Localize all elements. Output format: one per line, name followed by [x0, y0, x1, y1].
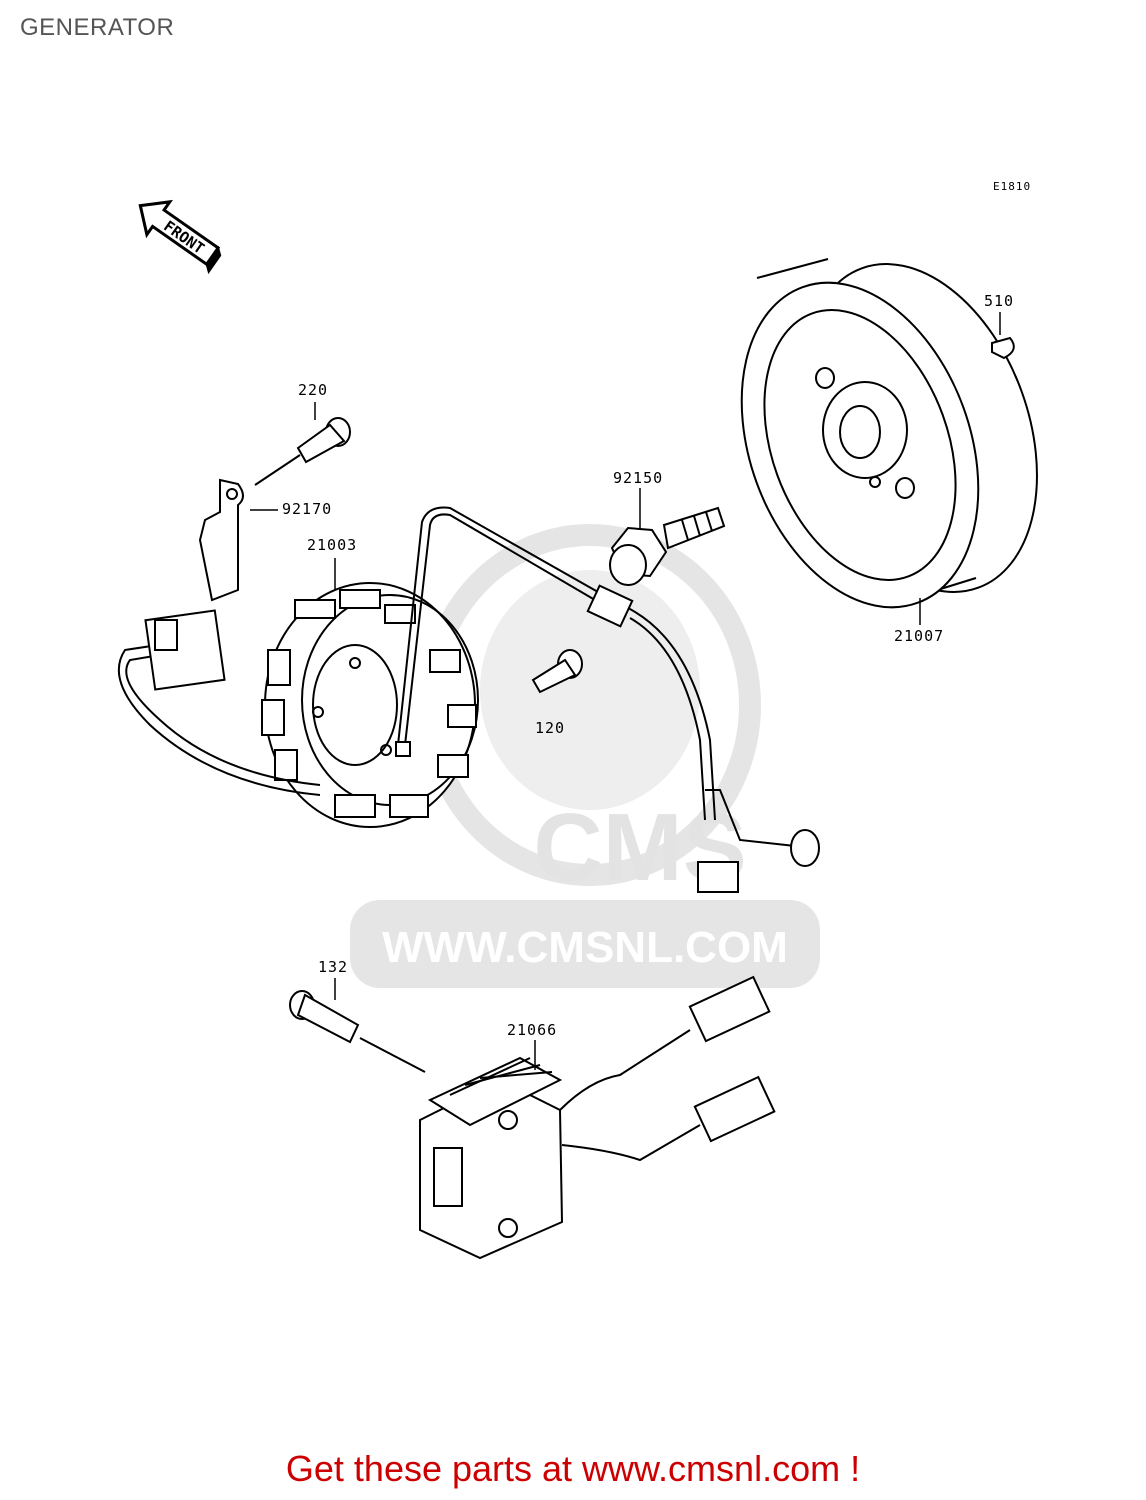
woodruff-key	[991, 336, 1015, 360]
callout-92170: 92170	[282, 500, 332, 518]
rotor-flywheel	[740, 258, 1038, 609]
callout-21007: 21007	[894, 627, 944, 645]
page-title: GENERATOR	[20, 14, 175, 41]
bolt-120	[531, 649, 583, 694]
stator-harness	[117, 506, 820, 893]
watermark: CMS WWW.CMSNL.COM	[350, 524, 820, 988]
callout-21066: 21066	[507, 1021, 557, 1039]
wire-clamp-bracket	[198, 478, 244, 602]
callout-132: 132	[318, 958, 348, 976]
regulator-rectifier	[419, 975, 776, 1260]
callout-21003: 21003	[307, 536, 357, 554]
flange-bolt	[609, 506, 726, 586]
callout-92150: 92150	[613, 469, 663, 487]
watermark-url: WWW.CMSNL.COM	[382, 923, 788, 972]
callout-120: 120	[535, 719, 565, 737]
bolt-220	[254, 417, 351, 486]
callout-510: 510	[984, 292, 1014, 310]
callout-220: 220	[298, 381, 328, 399]
footer-link-text[interactable]: Get these parts at www.cmsnl.com !	[285, 1448, 861, 1489]
leader-lines	[250, 312, 1001, 1070]
diagram-code: E1810	[993, 180, 1031, 193]
bolt-132	[289, 990, 426, 1073]
stator	[261, 582, 479, 828]
front-arrow-icon: FRONT	[138, 199, 222, 275]
